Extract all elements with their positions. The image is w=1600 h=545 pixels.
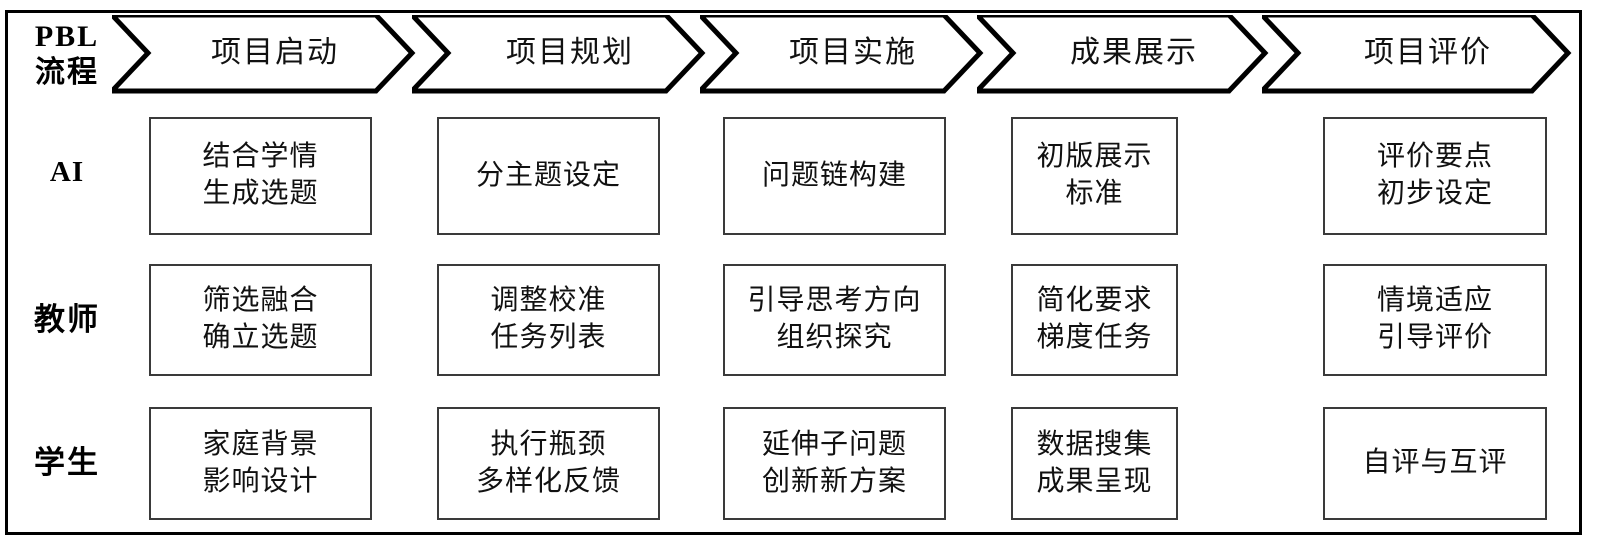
cell-text-line: 确立选题 [202,322,319,353]
cell-teacher-stage-3[interactable]: 引导思考方向组织探究 [723,264,946,376]
process-stage-label-5: 项目评价 [1364,36,1492,69]
chevron-arrow-icon [977,15,1269,94]
cell-text-line: 家庭背景 [202,428,319,460]
pbl-title-line1: PBL [34,20,100,53]
cell-text-line: 筛选融合 [202,285,319,317]
cell-text-line: 引导思考方向 [747,285,922,317]
cell-text-line: 情境适应 [1376,285,1493,317]
cell-text-line: 多样化反馈 [475,465,621,497]
cell-teacher-stage-4[interactable]: 简化要求梯度任务 [1011,264,1178,376]
chevron-arrow-icon [700,15,984,94]
cell-ai-stage-4[interactable]: 初版展示标准 [1011,117,1178,235]
cell-text-line: 初步设定 [1376,178,1493,209]
process-stage-label-4: 成果展示 [1070,36,1198,69]
row-label-student: 学生 [2,447,132,478]
cell-teacher-stage-1[interactable]: 筛选融合确立选题 [149,264,372,376]
chevron-arrow-icon [412,15,706,94]
process-stage-label-2: 项目规划 [506,36,634,69]
process-stage-label-3: 项目实施 [789,36,917,69]
cell-text-line: 生成选题 [202,178,319,209]
cell-ai-stage-5[interactable]: 评价要点初步设定 [1323,117,1547,235]
cell-text-line: 评价要点 [1376,141,1493,173]
cell-ai-stage-1[interactable]: 结合学情生成选题 [149,117,372,235]
cell-text-line: 影响设计 [202,465,319,497]
cell-student-stage-3[interactable]: 延伸子问题创新新方案 [723,407,946,520]
cell-text-line: 分主题设定 [475,159,621,191]
pbl-title-line2: 流程 [35,56,99,89]
cell-text-line: 自评与互评 [1362,447,1508,479]
row-label-ai: AI [2,158,132,187]
process-stage-4[interactable]: 成果展示 [977,15,1269,94]
process-stage-1[interactable]: 项目启动 [112,15,416,94]
cell-text-line: 调整校准 [490,285,607,317]
cell-student-stage-4[interactable]: 数据搜集成果呈现 [1011,407,1178,520]
cell-teacher-stage-5[interactable]: 情境适应引导评价 [1323,264,1547,376]
cell-ai-stage-3[interactable]: 问题链构建 [723,117,946,235]
cell-text-line: 延伸子问题 [761,428,907,460]
row-label-student-text: 学生 [34,445,100,480]
cell-text-line: 问题链构建 [761,159,907,191]
cell-text-line: 组织探究 [776,322,893,353]
cell-text-line: 简化要求 [1036,285,1153,317]
process-stage-2[interactable]: 项目规划 [412,15,706,94]
row-label-teacher: 教师 [2,304,132,335]
row-label-teacher-text: 教师 [34,302,100,337]
process-stage-band: 项目启动 项目规划 项目实施 成果展示 项目评价 [0,0,1600,105]
cell-student-stage-1[interactable]: 家庭背景影响设计 [149,407,372,520]
process-stage-3[interactable]: 项目实施 [700,15,984,94]
process-stage-5[interactable]: 项目评价 [1262,15,1572,94]
pbl-process-title: PBL 流程 [2,22,132,88]
cell-text-line: 引导评价 [1376,322,1493,353]
cell-text-line: 初版展示 [1036,141,1153,173]
cell-text-line: 标准 [1065,178,1124,209]
cell-text-line: 梯度任务 [1036,322,1153,353]
cell-text-line: 数据搜集 [1036,428,1153,460]
cell-text-line: 执行瓶颈 [490,428,607,460]
process-stage-label-1: 项目启动 [211,36,339,69]
cell-text-line: 创新新方案 [761,465,907,497]
chevron-arrow-icon [112,15,416,94]
cell-text-line: 结合学情 [202,141,319,173]
cell-text-line: 任务列表 [490,322,607,353]
cell-student-stage-5[interactable]: 自评与互评 [1323,407,1547,520]
cell-student-stage-2[interactable]: 执行瓶颈多样化反馈 [437,407,660,520]
cell-text-line: 成果呈现 [1036,465,1153,497]
cell-teacher-stage-2[interactable]: 调整校准任务列表 [437,264,660,376]
chevron-arrow-icon [1262,15,1572,94]
row-label-ai-text: AI [49,156,85,188]
cell-ai-stage-2[interactable]: 分主题设定 [437,117,660,235]
